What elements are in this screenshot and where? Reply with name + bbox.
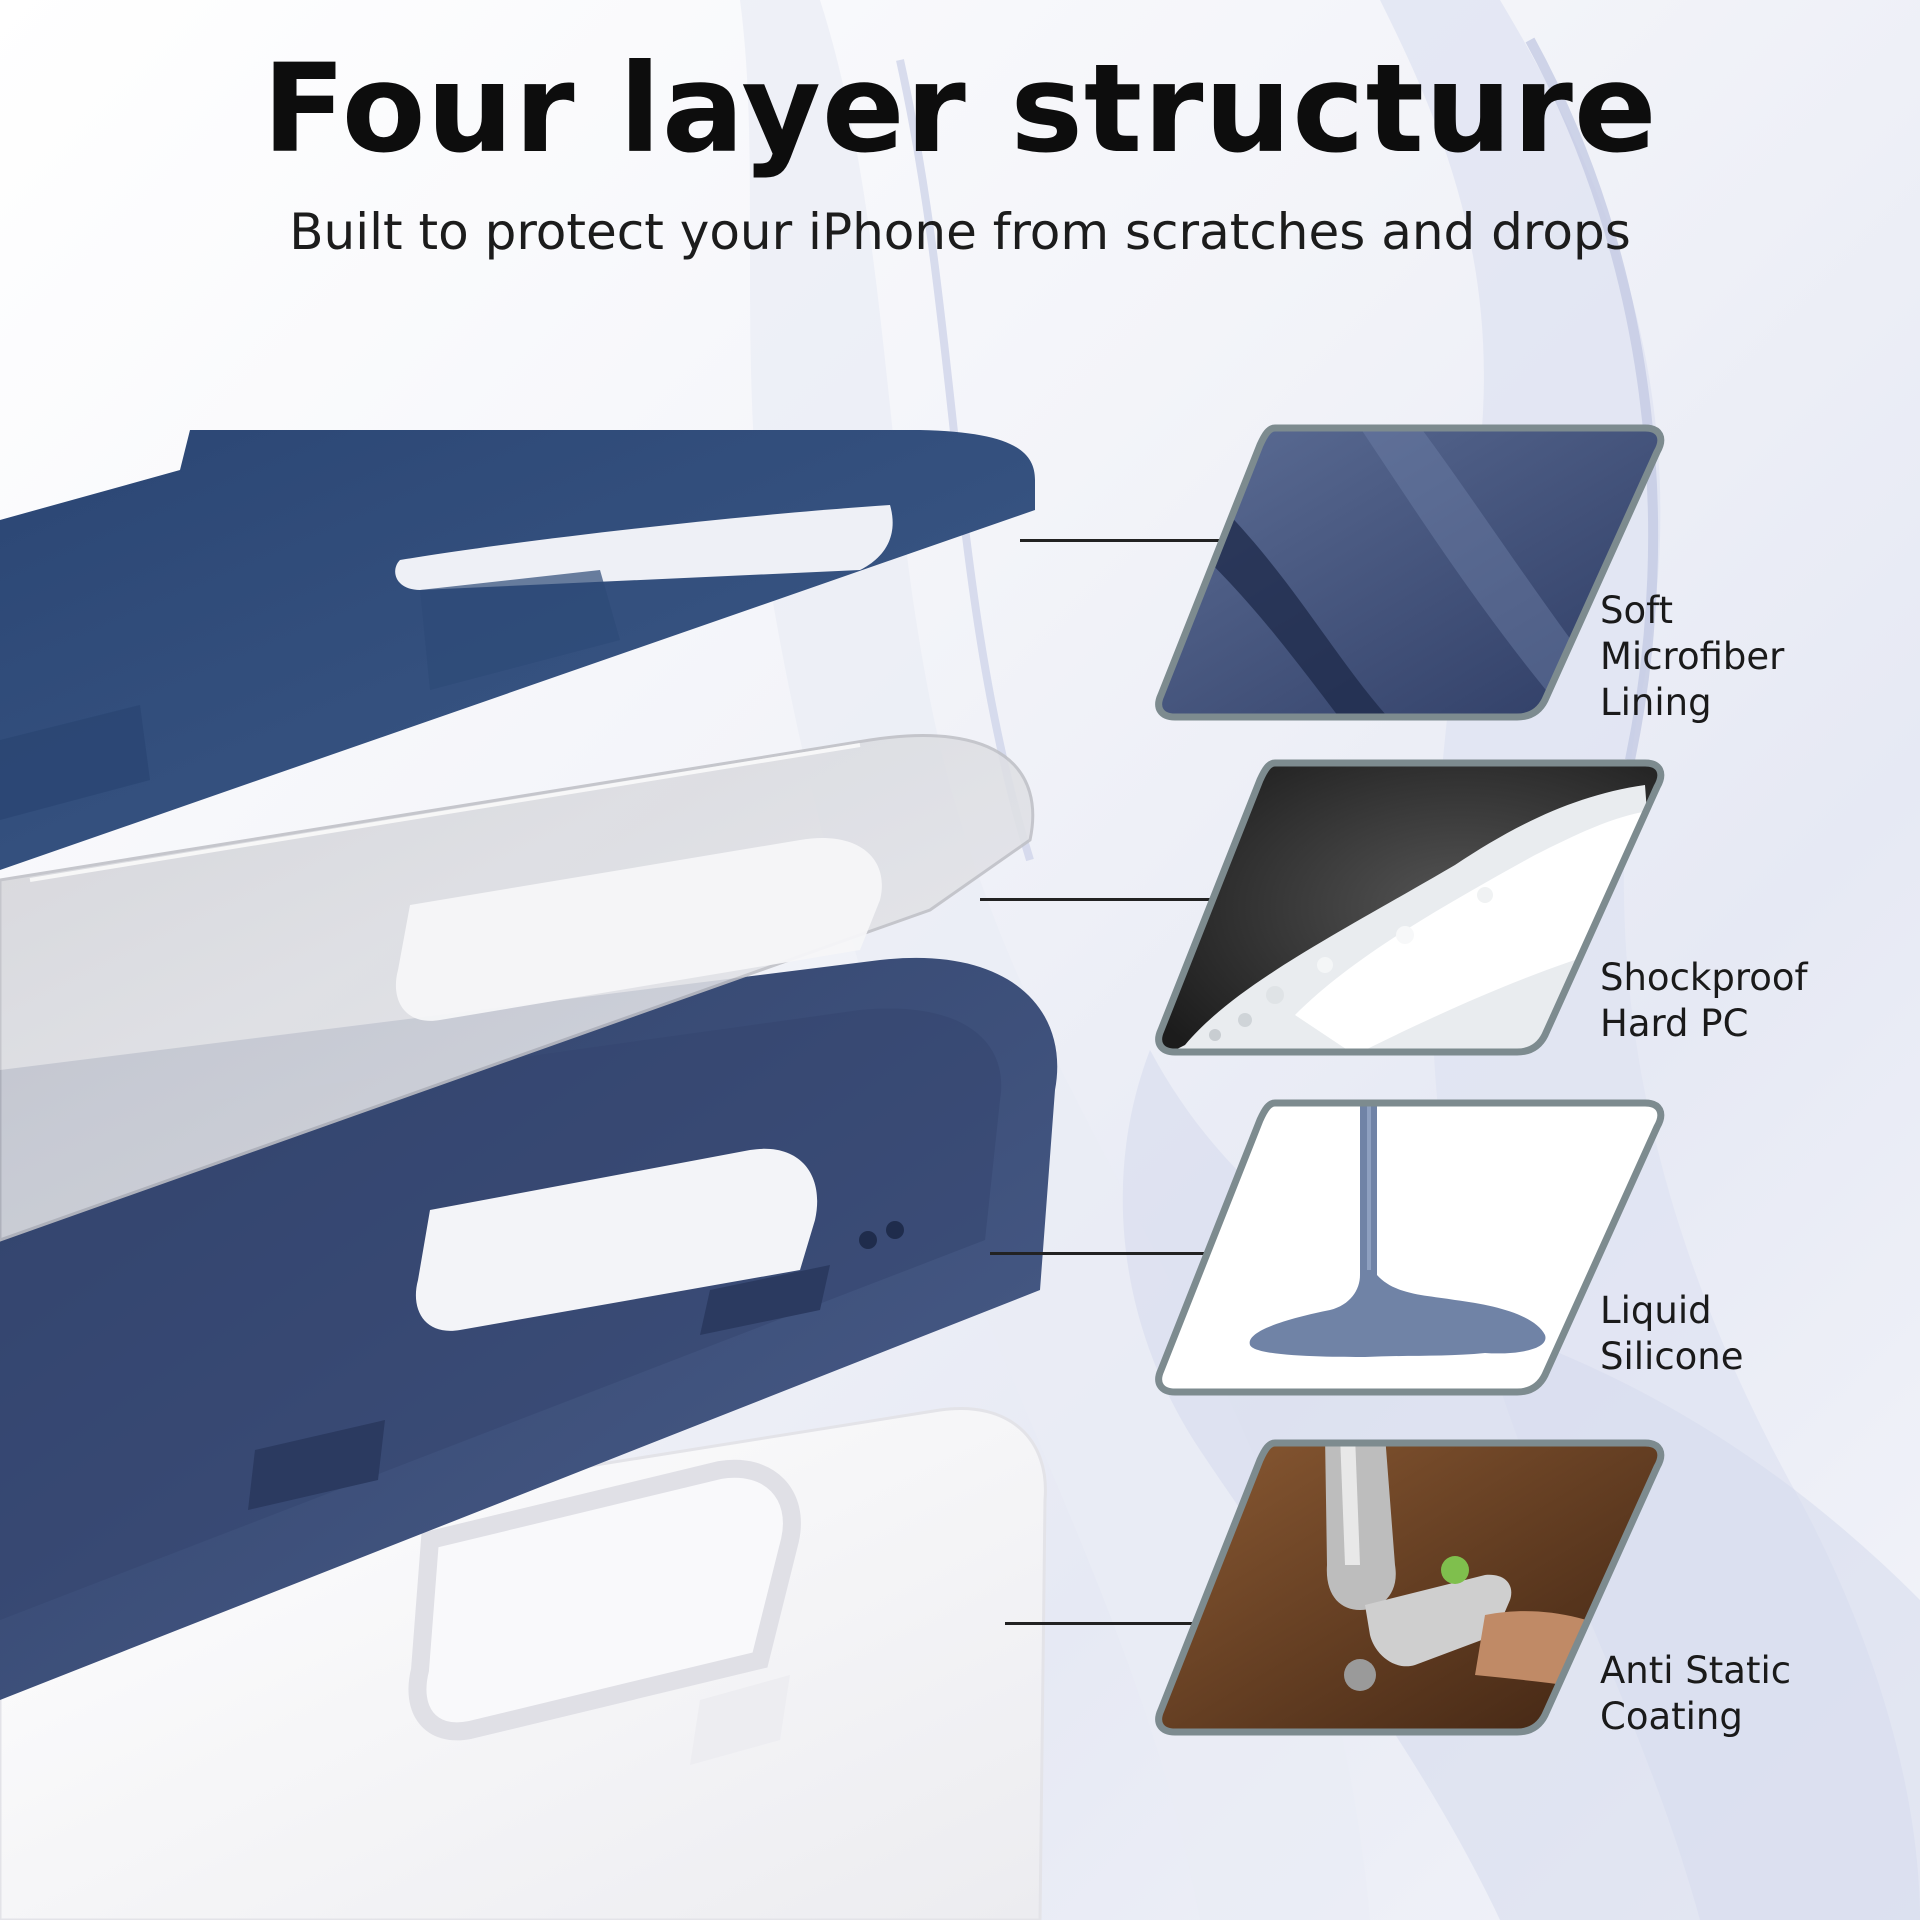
pc-layer xyxy=(0,734,1035,1242)
leader-line-pc xyxy=(980,898,1220,901)
page-subtitle: Built to protect your iPhone from scratc… xyxy=(289,203,1631,261)
leader-line-microfiber xyxy=(1020,539,1232,542)
fabric-icon xyxy=(1155,424,1665,721)
feature-label-line: Coating xyxy=(1600,1695,1743,1738)
feature-label-coating: Anti Static Coating xyxy=(1600,1648,1900,1740)
feature-label-line: Shockproof xyxy=(1600,956,1808,999)
leader-line-silicone xyxy=(990,1252,1215,1255)
feature-label-line: Liquid xyxy=(1600,1289,1712,1332)
liquid-drip-icon xyxy=(1155,1099,1665,1396)
feature-label-line: Silicone xyxy=(1600,1335,1744,1378)
feature-label-line: Lining xyxy=(1600,681,1712,724)
feature-label-line: Soft xyxy=(1600,589,1674,632)
page-title: Four layer structure xyxy=(262,38,1658,180)
feature-label-pc: Shockproof Hard PC xyxy=(1600,955,1900,1047)
feature-label-line: Hard PC xyxy=(1600,1002,1749,1045)
feature-label-line: Anti Static xyxy=(1600,1649,1792,1692)
feature-label-microfiber: Soft Microfiber Lining xyxy=(1600,588,1900,726)
pellets-icon xyxy=(1155,759,1665,1056)
feature-label-silicone: Liquid Silicone xyxy=(1600,1288,1900,1380)
leader-line-coating xyxy=(1005,1622,1205,1625)
microfiber-layer xyxy=(0,430,1035,870)
feature-label-line: Microfiber xyxy=(1600,635,1785,678)
spray-gun-icon xyxy=(1155,1439,1665,1736)
